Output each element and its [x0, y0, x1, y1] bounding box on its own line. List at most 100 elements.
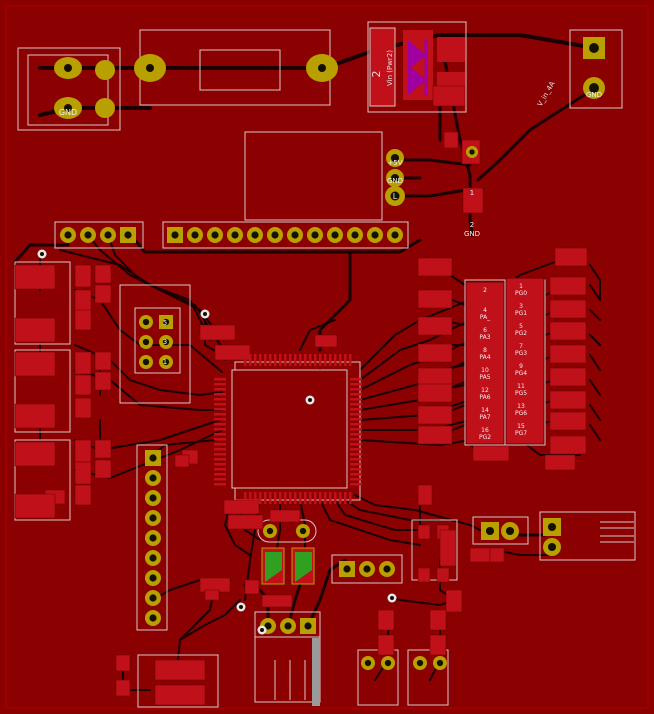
isp-header-pin [159, 355, 173, 369]
conn-pin-number: 10 [481, 367, 489, 374]
crystal-pin-2 [296, 524, 310, 538]
conn-pin-number: 14 [481, 407, 489, 414]
conn-pin-number: 16 [481, 427, 489, 434]
header-j3-pin [145, 470, 161, 486]
right-connector-block [465, 277, 545, 445]
reg-pin-3 [386, 149, 404, 167]
header-j1-pin [80, 227, 96, 243]
via [200, 309, 210, 319]
header-j4-pin [359, 561, 375, 577]
isp-header-pin [159, 335, 173, 349]
header-j2-pin [287, 227, 303, 243]
header-j4-pin [379, 561, 395, 577]
header-j7-pin [300, 618, 316, 634]
probe-pin-label: 1 [470, 189, 474, 197]
conn-net-name: PG7 [515, 430, 527, 437]
conn-pin-number: 12 [481, 387, 489, 394]
via [257, 625, 267, 635]
isp-header-pin [139, 355, 153, 369]
header-j2-pin [307, 227, 323, 243]
header-j1-pin [60, 227, 76, 243]
probe-pin2-label: 2 [470, 221, 474, 229]
header-j3-pin [145, 510, 161, 526]
header-j3-pin [145, 570, 161, 586]
conn-pin-number: 2 [483, 287, 487, 294]
mcu-qfp-chip [231, 369, 348, 489]
header-j3-pin [145, 610, 161, 626]
header-j7-pin [280, 618, 296, 634]
header-j2-pin [347, 227, 363, 243]
via [37, 249, 47, 259]
q2-pin [413, 656, 427, 670]
conn-net-name: PA5 [479, 374, 490, 381]
q1-pin [361, 656, 375, 670]
isp-header-pin [139, 315, 153, 329]
bridge-diode [369, 27, 465, 107]
header-rail [312, 638, 320, 706]
conn-pin-number: 1 [519, 283, 523, 290]
isp-header-pin [139, 335, 153, 349]
connector-labels: 24PA_6PA38PA410PA512PA614PA716PG21PG03PG… [479, 283, 527, 441]
conn-pin-number: 11 [517, 383, 525, 390]
conn-net-name: PA3 [479, 334, 490, 341]
terminal-pin-2 [54, 97, 82, 119]
crystal-pin-1 [263, 524, 277, 538]
conn-net-name: PA_ [480, 314, 491, 321]
probe-gnd-label: GND [464, 230, 480, 238]
through-hole-pads [37, 37, 605, 670]
out-gnd-label: GND [586, 91, 602, 99]
hdr-mid-mid-label: 3 [163, 338, 167, 346]
diode-value: Vin (Pwr2) [386, 50, 394, 86]
header-j3-pin [145, 550, 161, 566]
board-edge [5, 5, 649, 709]
conn-net-name: PG3 [515, 350, 527, 357]
reg-pin3-label: +5V [387, 159, 402, 167]
reg-pin2-label: GND [387, 177, 403, 185]
header-j2-pin [167, 227, 183, 243]
conn-net-name: PG2 [515, 330, 527, 337]
silkscreen-details [274, 521, 634, 700]
header-j2-pin [387, 227, 403, 243]
terminal-pin-1 [54, 57, 82, 79]
header-j2-pin [227, 227, 243, 243]
via [387, 593, 397, 603]
header-j3-pin [145, 450, 161, 466]
conn-pin-number: 8 [483, 347, 487, 354]
header-j2-pin [367, 227, 383, 243]
header-j5-pin-2 [501, 522, 519, 540]
header-j2-pin [207, 227, 223, 243]
hdr-mid-bot-label: 1 [163, 358, 167, 366]
conn-net-name: PG5 [515, 390, 527, 397]
via [305, 395, 315, 405]
header-j2-pin [267, 227, 283, 243]
conn-net-name: PG0 [515, 290, 527, 297]
conn-pin-number: 9 [519, 363, 523, 370]
conn-net-name: PG6 [515, 410, 527, 417]
conn-net-name: PG4 [515, 370, 527, 377]
reg-pin-1 [385, 186, 405, 206]
conn-pin-number: 6 [483, 327, 487, 334]
isp-header-pin [159, 315, 173, 329]
diode-ref: 2 [370, 71, 383, 78]
fuse-pin-1 [134, 54, 166, 82]
header-j3-pin [145, 590, 161, 606]
conn-pin-number: 7 [519, 343, 523, 350]
fuse-pin-2 [306, 54, 338, 82]
q2-pin [433, 656, 447, 670]
header-j1-pin [100, 227, 116, 243]
header-j1-pin [120, 227, 136, 243]
conn-pin-number: 13 [517, 403, 525, 410]
q1-pin [381, 656, 395, 670]
reg-pin1-label: L [393, 192, 398, 201]
header-j6-pin-1 [543, 518, 561, 536]
header-j2-pin [247, 227, 263, 243]
conn-pin-number: 15 [517, 423, 525, 430]
conn-net-name: PA6 [479, 394, 490, 401]
conn-net-name: PA4 [479, 354, 490, 361]
header-j4-pin [339, 561, 355, 577]
power-gnd-label: GND [59, 108, 77, 117]
header-j2-pin [187, 227, 203, 243]
hdr-mid-top-label: 5 [163, 319, 167, 327]
header-j3-pin [145, 530, 161, 546]
